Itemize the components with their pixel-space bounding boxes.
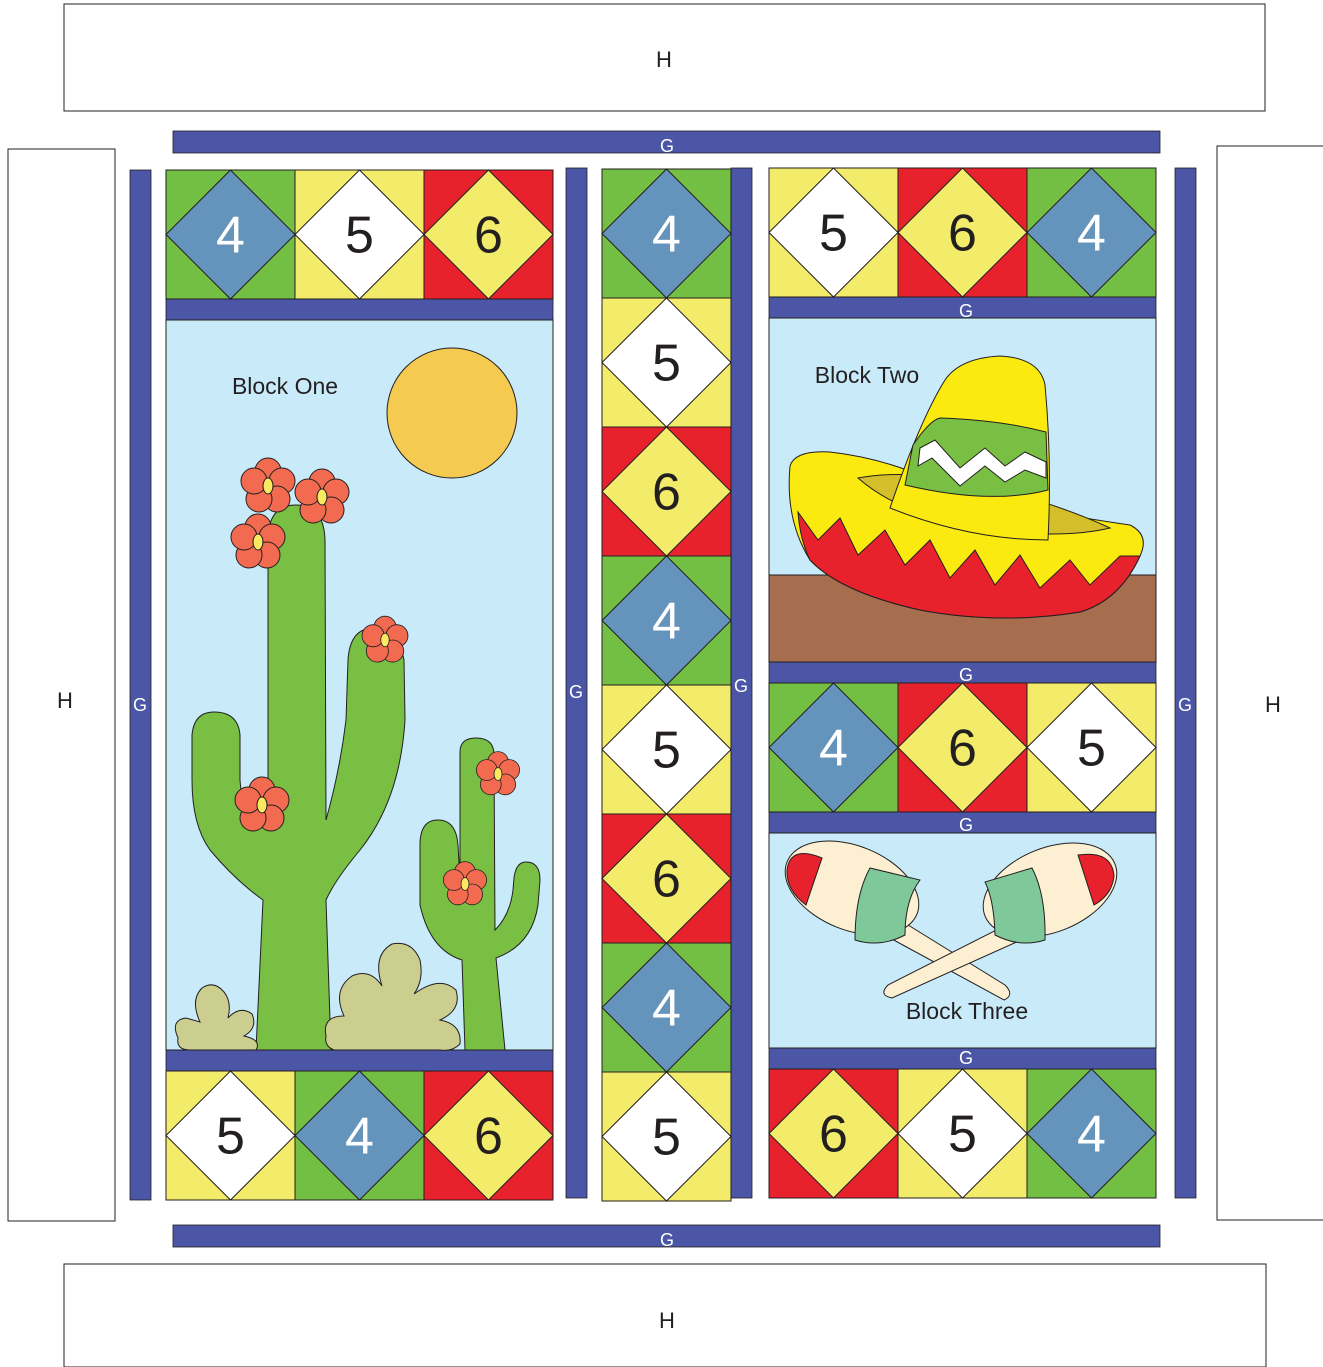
block-two: Block Two xyxy=(769,318,1156,662)
square-number: 5 xyxy=(819,205,848,263)
sash-left-label: G xyxy=(133,695,147,715)
border-left-label: H xyxy=(57,688,73,713)
square-number: 5 xyxy=(652,722,681,780)
sash-center-right-label: G xyxy=(734,676,748,696)
square-number: 5 xyxy=(345,207,374,265)
square-5: 5 xyxy=(295,170,424,299)
square-number: 5 xyxy=(216,1108,245,1166)
square-5: 5 xyxy=(769,168,898,297)
square-6: 6 xyxy=(602,427,731,556)
sash-block-one-bottom xyxy=(166,1050,553,1071)
square-number: 5 xyxy=(652,1109,681,1167)
square-4: 4 xyxy=(769,683,898,812)
square-4: 4 xyxy=(602,556,731,685)
square-number: 6 xyxy=(474,1108,503,1166)
square-6: 6 xyxy=(424,170,553,299)
square-number: 5 xyxy=(948,1106,977,1164)
block-three-label: Block Three xyxy=(906,998,1028,1024)
square-number: 5 xyxy=(1077,720,1106,778)
square-number: 6 xyxy=(652,851,681,909)
square-number: 4 xyxy=(652,593,681,651)
square-number: 4 xyxy=(819,720,848,778)
block-three: Block Three xyxy=(769,823,1156,1048)
square-4: 4 xyxy=(295,1071,424,1200)
square-6: 6 xyxy=(602,814,731,943)
square-5: 5 xyxy=(166,1071,295,1200)
sun-icon xyxy=(387,348,517,478)
square-6: 6 xyxy=(898,168,1027,297)
square-number: 4 xyxy=(1077,205,1106,263)
block-two-label: Block Two xyxy=(815,362,919,388)
square-number: 6 xyxy=(819,1106,848,1164)
sash-top-label: G xyxy=(660,136,674,156)
square-4: 4 xyxy=(602,169,731,298)
square-number: 5 xyxy=(652,335,681,393)
block-one-label: Block One xyxy=(232,373,338,399)
sash-left xyxy=(130,170,151,1200)
square-number: 4 xyxy=(345,1108,374,1166)
border-right xyxy=(1217,146,1323,1220)
border-top-label: H xyxy=(656,47,672,72)
sash-block-two-bottom-label: G xyxy=(959,665,973,685)
square-5: 5 xyxy=(1027,683,1156,812)
sash-block-three-bottom-label: G xyxy=(959,1048,973,1068)
square-number: 6 xyxy=(948,720,977,778)
square-number: 4 xyxy=(652,980,681,1038)
sash-bottom-label: G xyxy=(660,1230,674,1250)
sash-block-one-top xyxy=(166,299,553,320)
square-5: 5 xyxy=(898,1069,1027,1198)
square-5: 5 xyxy=(602,298,731,427)
square-number: 4 xyxy=(1077,1106,1106,1164)
square-number: 6 xyxy=(474,207,503,265)
border-right-label: H xyxy=(1265,692,1281,717)
border-left xyxy=(8,149,115,1221)
square-number: 4 xyxy=(216,207,245,265)
sash-center-left-label: G xyxy=(569,682,583,702)
square-5: 5 xyxy=(602,1072,731,1201)
square-4: 4 xyxy=(1027,168,1156,297)
sash-right-label: G xyxy=(1178,695,1192,715)
square-6: 6 xyxy=(898,683,1027,812)
square-number: 6 xyxy=(652,464,681,522)
square-4: 4 xyxy=(166,170,295,299)
square-number: 6 xyxy=(948,205,977,263)
sash-right xyxy=(1175,168,1196,1198)
square-4: 4 xyxy=(1027,1069,1156,1198)
square-6: 6 xyxy=(424,1071,553,1200)
sash-block-three-top-label: G xyxy=(959,815,973,835)
square-5: 5 xyxy=(602,685,731,814)
block-one: Block One xyxy=(166,320,553,1050)
square-6: 6 xyxy=(769,1069,898,1198)
border-bottom-label: H xyxy=(659,1308,675,1333)
square-number: 4 xyxy=(652,206,681,264)
square-4: 4 xyxy=(602,943,731,1072)
